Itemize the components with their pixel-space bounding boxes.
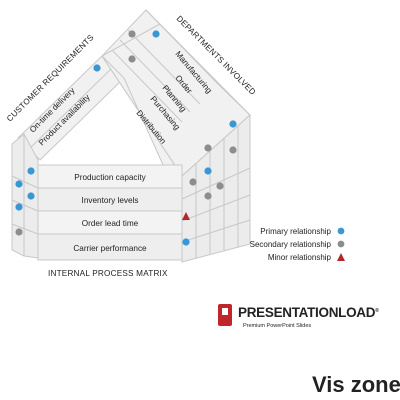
secondary-relationship-dot (216, 182, 224, 190)
minor-relationship-triangle (182, 212, 190, 220)
legend-minor-triangle (337, 253, 345, 261)
presentationload-logo: PRESENTATIONLOAD® Premium PowerPoint Sli… (218, 304, 380, 329)
process-row (37, 233, 183, 261)
primary-relationship-dot (229, 120, 237, 128)
secondary-relationship-dot (15, 228, 23, 236)
primary-relationship-dot (93, 64, 101, 72)
secondary-relationship-dot (128, 30, 136, 38)
legend-primary-label: Primary relationship (260, 227, 331, 236)
process-label: Carrier performance (73, 244, 147, 253)
legend: Primary relationship Secondary relations… (250, 227, 345, 262)
process-matrix-title: INTERNAL PROCESS MATRIX (48, 269, 168, 278)
legend-secondary-label: Secondary relationship (250, 240, 332, 249)
legend-primary-dot (337, 227, 345, 235)
primary-relationship-dot (15, 180, 23, 188)
process-rows (11, 164, 183, 261)
primary-relationship-dot (27, 167, 35, 175)
secondary-relationship-dot (204, 144, 212, 152)
secondary-relationship-dot (189, 178, 197, 186)
brand-name: PRESENTATIONLOAD® (238, 305, 379, 320)
brand-tagline: Premium PowerPoint Slides (243, 323, 311, 329)
process-label: Production capacity (74, 173, 146, 182)
process-label: Order lead time (82, 219, 139, 228)
watermark: Vis zone (312, 372, 400, 397)
departments-roof (101, 9, 251, 177)
primary-relationship-dot (15, 203, 23, 211)
primary-relationship-dot (182, 238, 190, 246)
primary-relationship-dot (152, 30, 160, 38)
primary-relationship-dot (204, 167, 212, 175)
legend-secondary-dot (337, 240, 345, 248)
secondary-relationship-dot (204, 192, 212, 200)
primary-relationship-dot (27, 192, 35, 200)
legend-minor-label: Minor relationship (268, 253, 332, 262)
secondary-relationship-dot (229, 146, 237, 154)
process-label: Inventory levels (82, 196, 139, 205)
secondary-relationship-dot (128, 55, 136, 63)
